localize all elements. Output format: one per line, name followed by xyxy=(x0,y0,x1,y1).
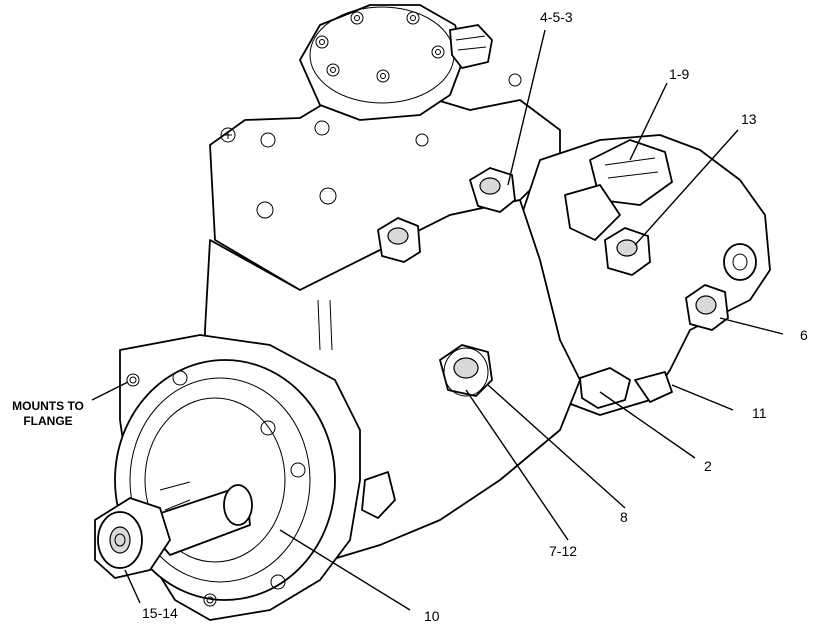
fitting-6 xyxy=(685,243,757,331)
leader-4-5-3 xyxy=(507,29,546,186)
callout-15-14: 15-14 xyxy=(142,605,178,621)
shaft-nut xyxy=(94,497,171,579)
callout-7-12: 7-12 xyxy=(549,543,577,559)
fitting-4-5-3 xyxy=(469,167,516,213)
fitting-side xyxy=(317,299,396,519)
leader-11 xyxy=(671,384,734,411)
fitting-2-11 xyxy=(579,367,673,409)
leader-15-14 xyxy=(124,569,141,604)
callout-6: 6 xyxy=(800,327,808,343)
sensor-1-9 xyxy=(564,139,673,241)
leader-mounts xyxy=(91,381,129,401)
leader-lines xyxy=(91,29,784,611)
callout-8: 8 xyxy=(620,509,628,525)
callout-11: 11 xyxy=(752,405,767,421)
fitting-13 xyxy=(604,227,651,276)
leader-13 xyxy=(634,129,739,246)
callout-1-9: 1-9 xyxy=(669,66,689,82)
fitting-center-bolt xyxy=(377,217,421,263)
callout-2: 2 xyxy=(704,458,712,474)
callout-10: 10 xyxy=(424,608,440,624)
top-cover xyxy=(220,4,522,219)
leader-8 xyxy=(487,384,626,509)
callout-13: 13 xyxy=(741,111,757,127)
callout-4-5-3: 4-5-3 xyxy=(540,9,573,25)
leader-1-9 xyxy=(629,82,668,161)
fitting-8 xyxy=(439,344,493,397)
leader-2 xyxy=(599,391,696,459)
mounts-note-line2: FLANGE xyxy=(23,414,72,428)
leader-6 xyxy=(719,317,784,335)
mounts-note-line1: MOUNTS TO xyxy=(12,399,84,413)
leader-7-12 xyxy=(465,389,569,541)
leader-10 xyxy=(279,529,411,611)
